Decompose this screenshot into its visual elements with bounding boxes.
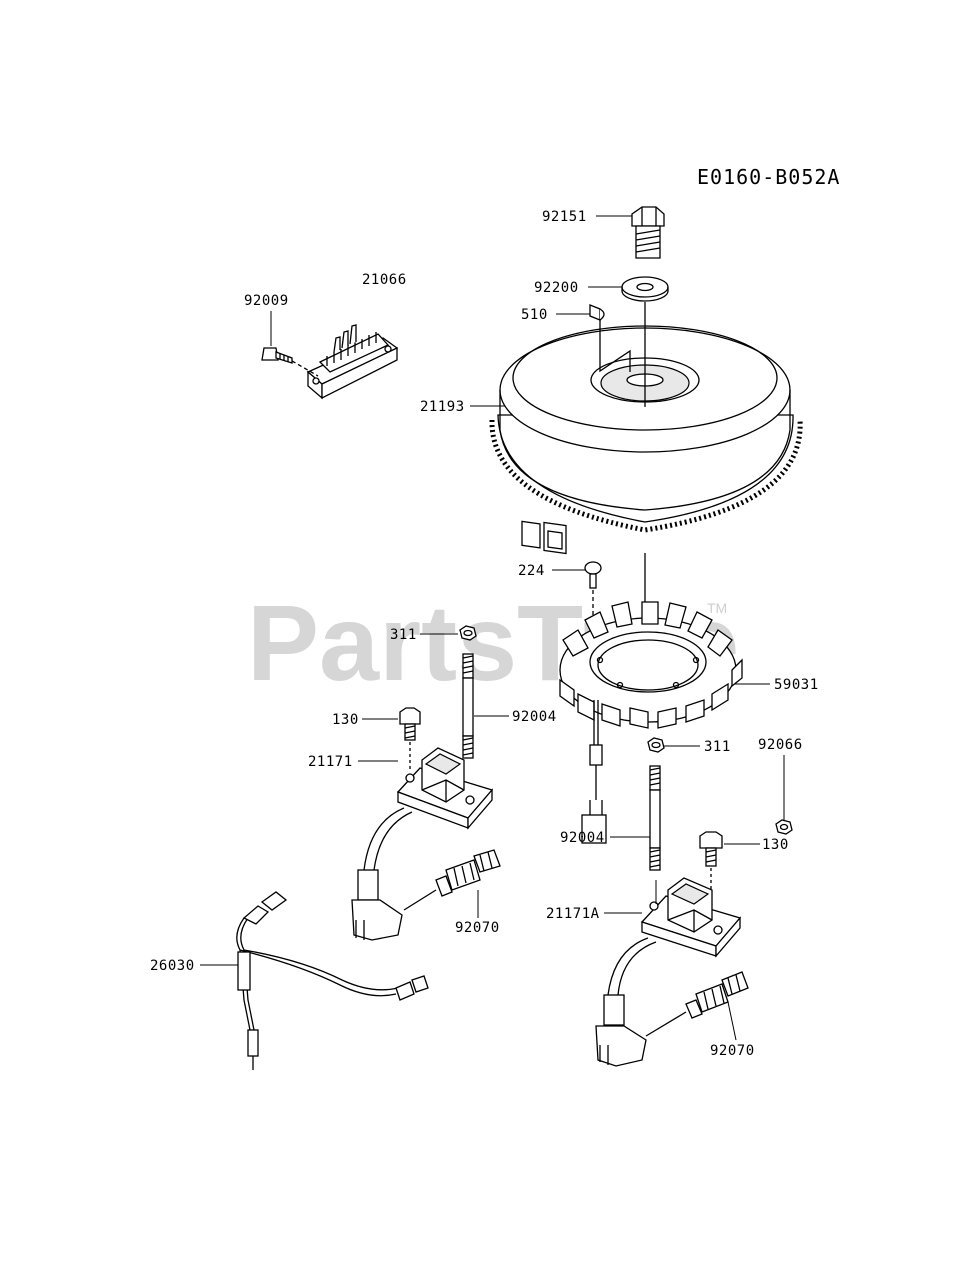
part-59031-stator-icon[interactable] [559,601,743,844]
part-26030-wire-harness-icon[interactable] [236,891,429,1070]
label-59031[interactable]: 59031 [774,677,819,693]
part-92004-stud-right-icon[interactable] [649,765,661,871]
part-21193-flywheel-icon[interactable] [489,302,803,555]
label-21066[interactable]: 21066 [362,272,407,288]
part-130-bolt-left-icon[interactable] [399,707,421,770]
label-92151[interactable]: 92151 [542,209,587,225]
label-130-right[interactable]: 130 [762,837,789,853]
watermark-tm: TM [707,600,727,616]
part-21171-ignition-coil-icon[interactable] [351,747,494,941]
part-92009-screw-icon[interactable] [261,347,319,377]
part-311-nut-lower-icon[interactable] [647,737,665,753]
label-21171A[interactable]: 21171A [546,906,600,922]
part-21171A-ignition-coil-icon[interactable] [595,877,742,1067]
label-92066[interactable]: 92066 [758,737,803,753]
part-92066-nut-icon[interactable] [775,819,793,835]
label-92004-left[interactable]: 92004 [512,709,557,725]
part-224-screw-icon[interactable] [584,561,602,622]
part-92200-washer-icon[interactable] [621,276,669,302]
label-21171[interactable]: 21171 [308,754,353,770]
label-92009[interactable]: 92009 [244,293,289,309]
part-510-key-icon[interactable] [589,304,605,321]
label-224[interactable]: 224 [518,563,545,579]
label-92070-left[interactable]: 92070 [455,920,500,936]
label-92070-right[interactable]: 92070 [710,1043,755,1059]
label-26030[interactable]: 26030 [150,958,195,974]
label-92200[interactable]: 92200 [534,280,579,296]
part-311-nut-upper-icon[interactable] [459,625,477,641]
part-92070-spark-plug-left-icon[interactable] [403,849,501,911]
label-92004-right[interactable]: 92004 [560,830,605,846]
part-21066-regulator-icon[interactable] [306,324,399,400]
label-510[interactable]: 510 [521,307,548,323]
part-92070-spark-plug-right-icon[interactable] [645,971,749,1037]
label-311-lower[interactable]: 311 [704,739,731,755]
label-21193[interactable]: 21193 [420,399,465,415]
diagram-code: E0160-B052A [697,165,840,189]
part-92151-bolt-icon[interactable] [631,206,665,259]
label-311-upper[interactable]: 311 [390,627,417,643]
part-92004-stud-left-icon[interactable] [462,653,474,759]
label-130-left[interactable]: 130 [332,712,359,728]
